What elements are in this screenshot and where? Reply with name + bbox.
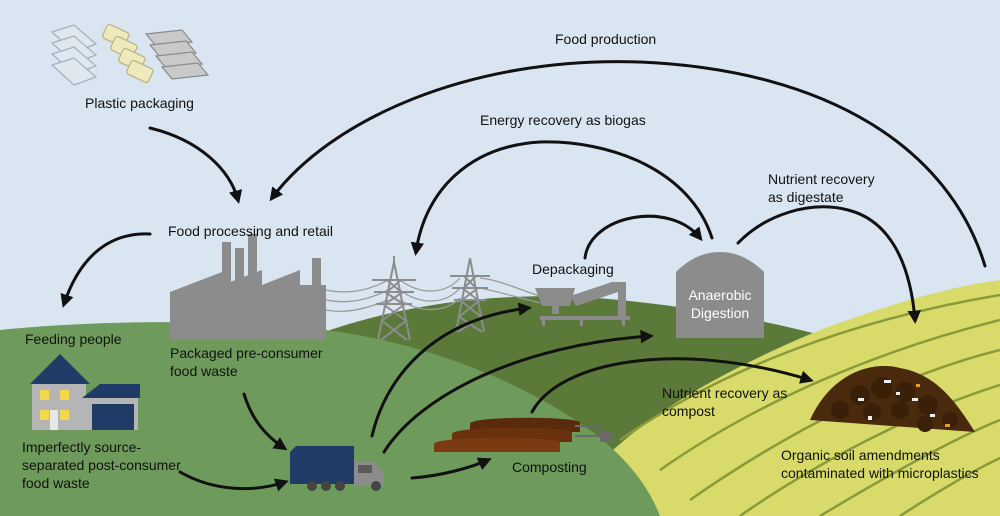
arrow-truck-to-composting [410, 457, 492, 480]
label-composting: Composting [512, 459, 587, 475]
arrow-digestate [736, 205, 921, 325]
label-packaged-2: food waste [170, 363, 238, 379]
arrow-packaging-to-processing [148, 126, 243, 204]
arrow-processing-to-feeding [60, 232, 152, 308]
label-nutrient-compost-1: Nutrient recovery as [662, 385, 787, 401]
label-imperfect-2: separated post-consumer [22, 457, 181, 473]
green-hill [0, 322, 660, 516]
label-nutrient-digestate-1: Nutrient recovery [768, 171, 875, 187]
arrow-food-production [269, 60, 987, 268]
field-furrows [619, 293, 1000, 516]
label-imperfect-3: food waste [22, 475, 90, 491]
label-nutrient-compost-2: compost [662, 403, 715, 419]
arrow-composting-to-soil [530, 357, 814, 414]
arrow-house-to-truck [178, 470, 289, 492]
factory-icon [170, 234, 326, 340]
arrow-truck-to-depackaging [370, 302, 533, 438]
anaerobic-digester-icon [676, 252, 764, 338]
arrow-energy-recovery [410, 140, 714, 257]
transmission-tower-left [372, 256, 416, 341]
label-food-processing: Food processing and retail [168, 223, 333, 239]
label-packaged-1: Packaged pre-consumer [170, 345, 323, 361]
house-icon [30, 354, 140, 430]
crop-field [560, 280, 1000, 516]
arrow-packaged-to-truck [242, 392, 288, 451]
compost-windrows-icon [434, 417, 612, 452]
arrow-truck-to-digestion [382, 329, 655, 454]
label-soil-1: Organic soil amendments [781, 447, 940, 463]
soil-amendment-pile-icon [810, 365, 975, 432]
label-plastic-packaging: Plastic packaging [85, 95, 194, 111]
label-food-production: Food production [555, 31, 656, 47]
plastic-packaging-icon [50, 23, 210, 86]
depackaging-machine-icon [535, 282, 630, 326]
transmission-tower-right [450, 257, 490, 333]
label-nutrient-digestate-2: as digestate [768, 189, 844, 205]
label-feeding-people: Feeding people [25, 331, 122, 347]
garbage-truck-icon [290, 446, 384, 491]
arrow-depackaging-to-digestion [583, 214, 703, 260]
label-energy-recovery: Energy recovery as biogas [480, 112, 646, 128]
label-imperfect-1: Imperfectly source- [22, 439, 141, 455]
label-soil-2: contaminated with microplastics [781, 465, 979, 481]
label-depackaging: Depackaging [532, 261, 614, 277]
label-anaerobic-2: Digestion [691, 305, 749, 321]
label-anaerobic-1: Anaerobic [688, 287, 751, 303]
flow-arrows [60, 60, 987, 492]
